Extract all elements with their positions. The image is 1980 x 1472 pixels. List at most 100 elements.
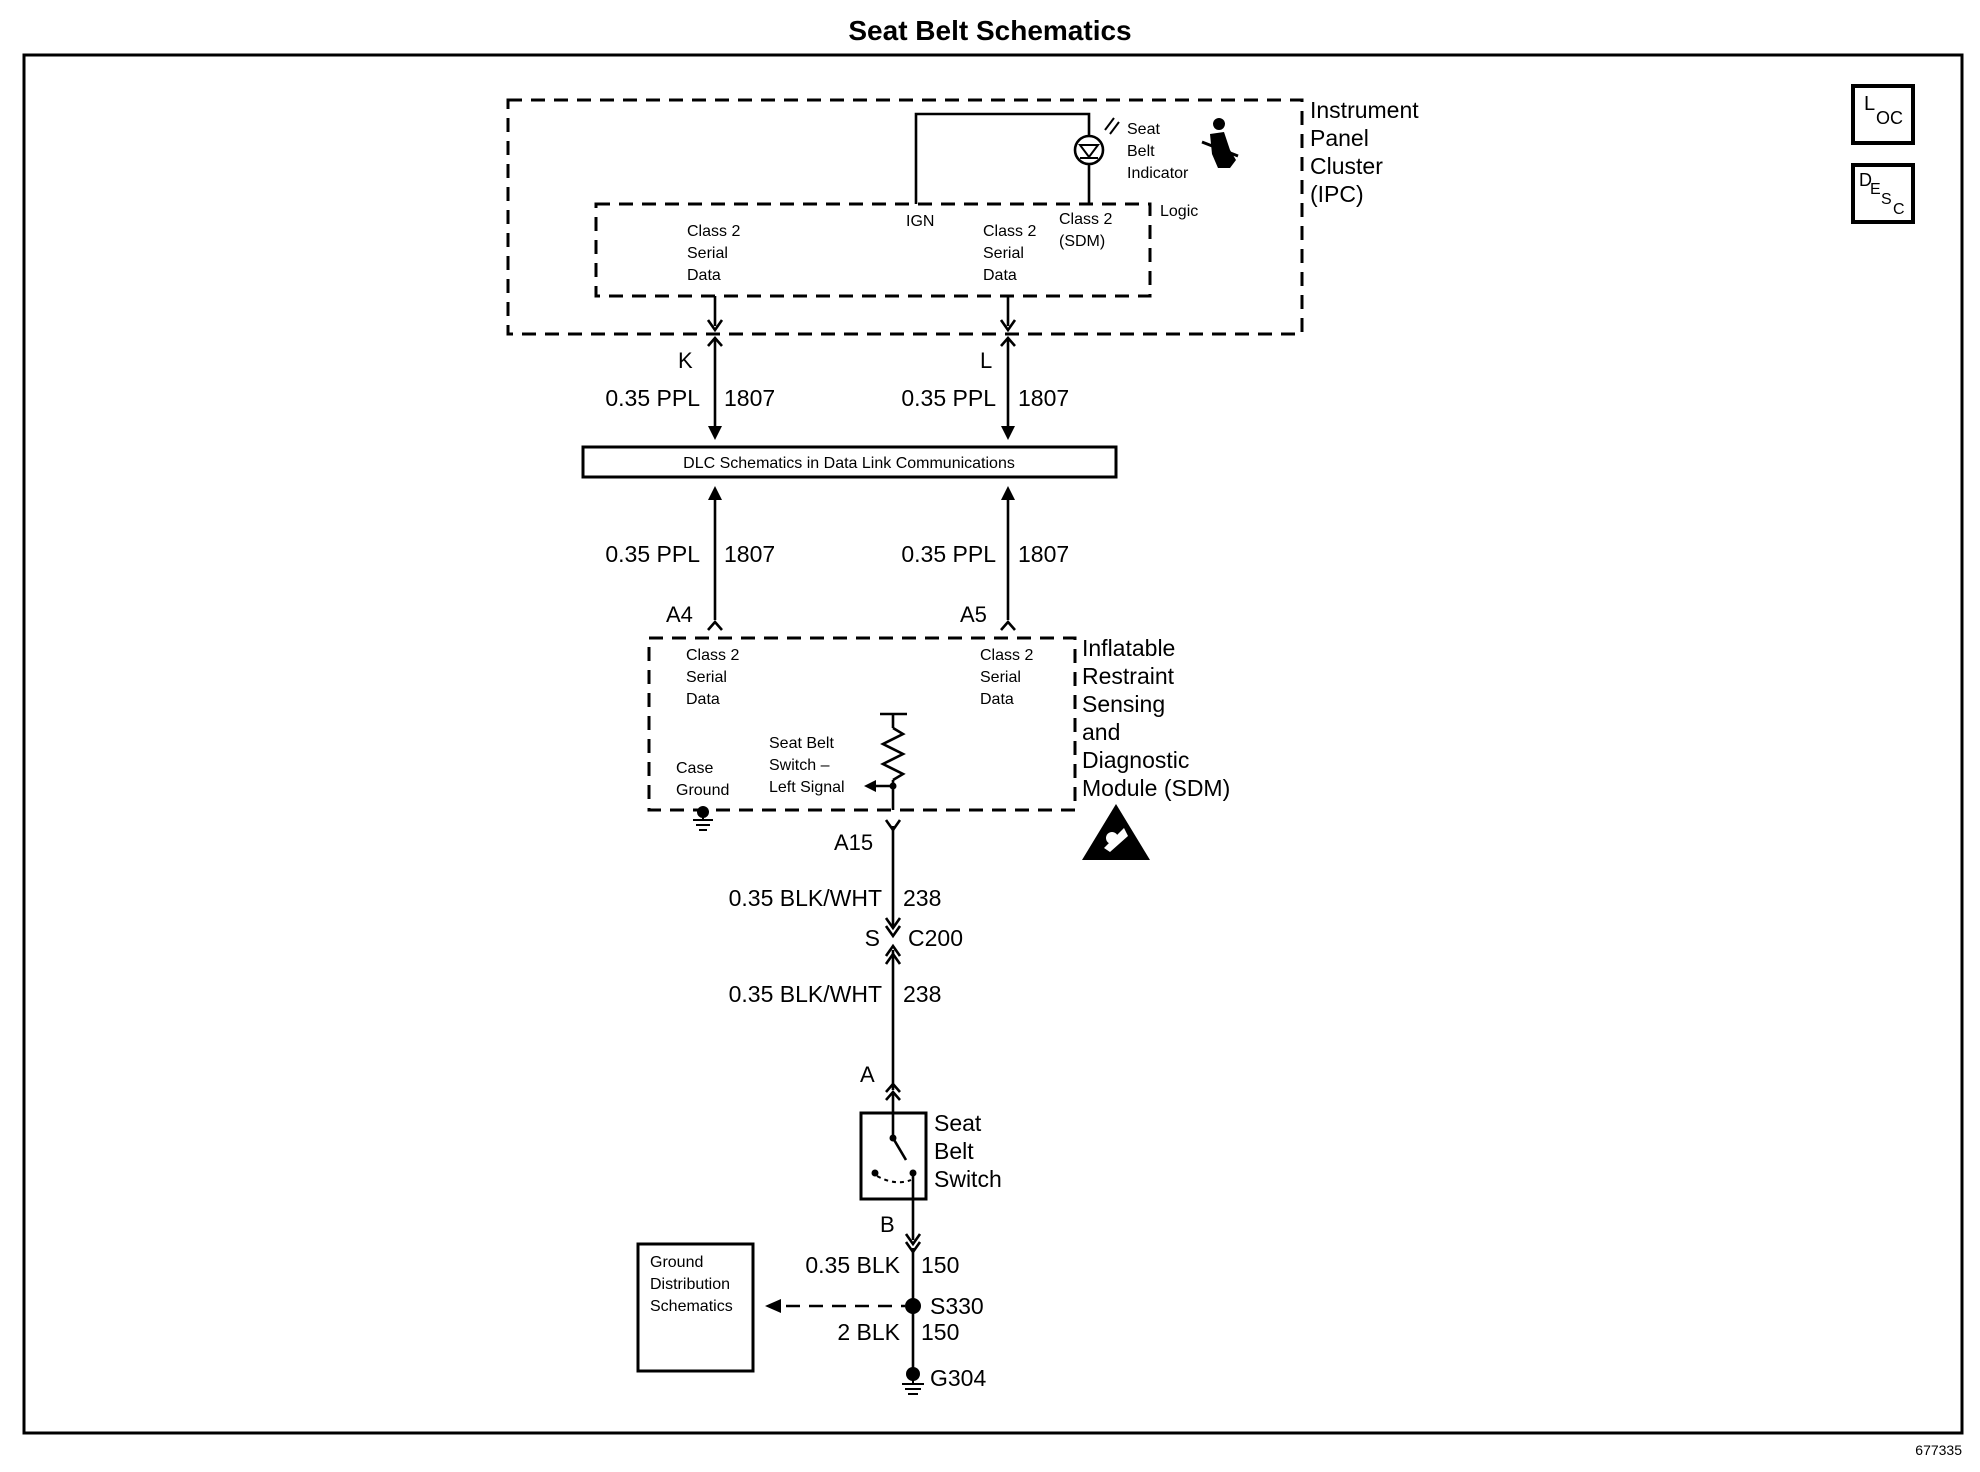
svg-text:Class 2: Class 2 (983, 223, 1036, 240)
ground-dist-arrow (765, 1299, 781, 1313)
arrow-down-left (708, 426, 722, 440)
pin-a5: A5 (960, 602, 987, 627)
wire-top-right-gauge: 0.35 PPL (901, 385, 996, 411)
svg-text:Data: Data (686, 691, 720, 708)
page-title: Seat Belt Schematics (848, 15, 1131, 46)
class2-sdm-label: Class 2 (SDM) (1059, 211, 1112, 250)
svg-text:Data: Data (687, 267, 721, 284)
wire-150-bottom-circuit: 150 (921, 1319, 959, 1345)
wire-150-top-gauge: 0.35 BLK (805, 1252, 900, 1278)
svg-text:Serial: Serial (980, 669, 1021, 686)
svg-text:Seat: Seat (934, 1110, 982, 1136)
wire-150-bottom-gauge: 2 BLK (837, 1319, 900, 1345)
seat-switch-name: Seat Belt Switch (934, 1110, 1002, 1192)
svg-text:Class 2: Class 2 (686, 647, 739, 664)
ground-distribution-link[interactable]: Ground Distribution Schematics (636, 1242, 755, 1373)
svg-text:Switch: Switch (934, 1166, 1002, 1192)
svg-text:Seat: Seat (1127, 121, 1160, 138)
svg-text:Serial: Serial (687, 245, 728, 262)
desc-icon[interactable]: D E S C (1851, 163, 1915, 224)
c200-pin: S (865, 925, 880, 951)
svg-text:Seat Belt: Seat Belt (769, 735, 834, 752)
svg-text:E: E (1870, 181, 1881, 198)
svg-text:Diagnostic: Diagnostic (1082, 747, 1189, 773)
wire-238-top-gauge: 0.35 BLK/WHT (729, 885, 882, 911)
svg-text:Module (SDM): Module (SDM) (1082, 775, 1230, 801)
sdm-left-terminal (707, 620, 723, 631)
svg-text:(IPC): (IPC) (1310, 181, 1364, 207)
pull-up-resistor (864, 712, 907, 810)
svg-text:C: C (1893, 201, 1905, 218)
ground-g304-icon (902, 1367, 924, 1395)
sdm-left-data-label: Class 2 Serial Data (686, 647, 739, 708)
ipc-logic-outline (594, 202, 1152, 298)
wire-mid-left-circuit: 1807 (724, 541, 775, 567)
svg-text:Ground: Ground (676, 782, 729, 799)
ipc-outline (506, 98, 1304, 336)
svg-text:Serial: Serial (686, 669, 727, 686)
logic-label: Logic (1160, 203, 1198, 220)
sdm-right-terminal (1000, 620, 1016, 631)
svg-text:Indicator: Indicator (1127, 165, 1189, 182)
wire-238-bottom-gauge: 0.35 BLK/WHT (729, 981, 882, 1007)
svg-text:OC: OC (1876, 108, 1903, 128)
figure-number: 677335 (1915, 1442, 1962, 1458)
svg-text:Restraint: Restraint (1082, 663, 1175, 689)
pin-a: A (860, 1062, 875, 1087)
ign-label: IGN (906, 213, 934, 230)
ipc-left-data-label: Class 2 Serial Data (687, 223, 740, 284)
svg-text:Class 2: Class 2 (980, 647, 1033, 664)
svg-text:Case: Case (676, 760, 713, 777)
case-ground-icon (693, 806, 713, 831)
ipc-name: Instrument Panel Cluster (IPC) (1310, 97, 1419, 207)
seat-belt-person-icon (1201, 118, 1239, 168)
loc-icon[interactable]: L OC (1851, 84, 1915, 145)
led-icon (1073, 117, 1120, 166)
ipc-right-terminal (999, 296, 1017, 347)
arrow-up-right (1001, 486, 1015, 500)
seat-belt-switch (859, 1094, 928, 1240)
outer-frame (22, 53, 1964, 1435)
svg-text:and: and (1082, 719, 1120, 745)
sdm-right-data-label: Class 2 Serial Data (980, 647, 1033, 708)
wire-top-left-gauge: 0.35 PPL (605, 385, 700, 411)
svg-text:Distribution: Distribution (650, 1276, 730, 1293)
wire-top-left-circuit: 1807 (724, 385, 775, 411)
svg-text:Class 2: Class 2 (687, 223, 740, 240)
switch-signal-label: Seat Belt Switch – Left Signal (769, 735, 845, 796)
svg-text:Belt: Belt (1127, 143, 1155, 160)
pin-l: L (980, 348, 992, 373)
arrow-up-left (708, 486, 722, 500)
wire-238-bottom-circuit: 238 (903, 981, 941, 1007)
wire-mid-right-gauge: 0.35 PPL (901, 541, 996, 567)
wire-150-top-circuit: 150 (921, 1252, 959, 1278)
svg-text:DLC Schematics in Data Link Co: DLC Schematics in Data Link Communicatio… (683, 455, 1015, 472)
svg-text:Ground: Ground (650, 1254, 703, 1271)
svg-text:Switch –: Switch – (769, 757, 830, 774)
svg-text:Instrument: Instrument (1310, 97, 1419, 123)
svg-text:Belt: Belt (934, 1138, 974, 1164)
svg-text:Cluster: Cluster (1310, 153, 1383, 179)
svg-text:Data: Data (980, 691, 1014, 708)
pin-a15: A15 (834, 830, 873, 855)
pin-a4: A4 (666, 602, 693, 627)
c200-name: C200 (908, 925, 963, 951)
dlc-schematics-link[interactable]: DLC Schematics in Data Link Communicatio… (581, 445, 1118, 479)
sdm-outline (647, 636, 1077, 812)
svg-text:Schematics: Schematics (650, 1298, 733, 1315)
svg-text:Left Signal: Left Signal (769, 779, 845, 796)
svg-text:Panel: Panel (1310, 125, 1369, 151)
case-ground-label: Case Ground (676, 760, 729, 799)
svg-text:D: D (1859, 170, 1872, 190)
seat-belt-indicator-label: Seat Belt Indicator (1127, 121, 1189, 182)
wire-mid-left-gauge: 0.35 PPL (605, 541, 700, 567)
sdm-name: Inflatable Restraint Sensing and Diagnos… (1082, 635, 1230, 801)
seat-switch-pin-a-terminal (885, 1082, 901, 1101)
svg-text:Data: Data (983, 267, 1017, 284)
ipc-left-terminal (706, 296, 724, 347)
pin-b: B (880, 1212, 895, 1237)
svg-text:Serial: Serial (983, 245, 1024, 262)
ign-wire (914, 112, 1091, 204)
wire-238-top-circuit: 238 (903, 885, 941, 911)
